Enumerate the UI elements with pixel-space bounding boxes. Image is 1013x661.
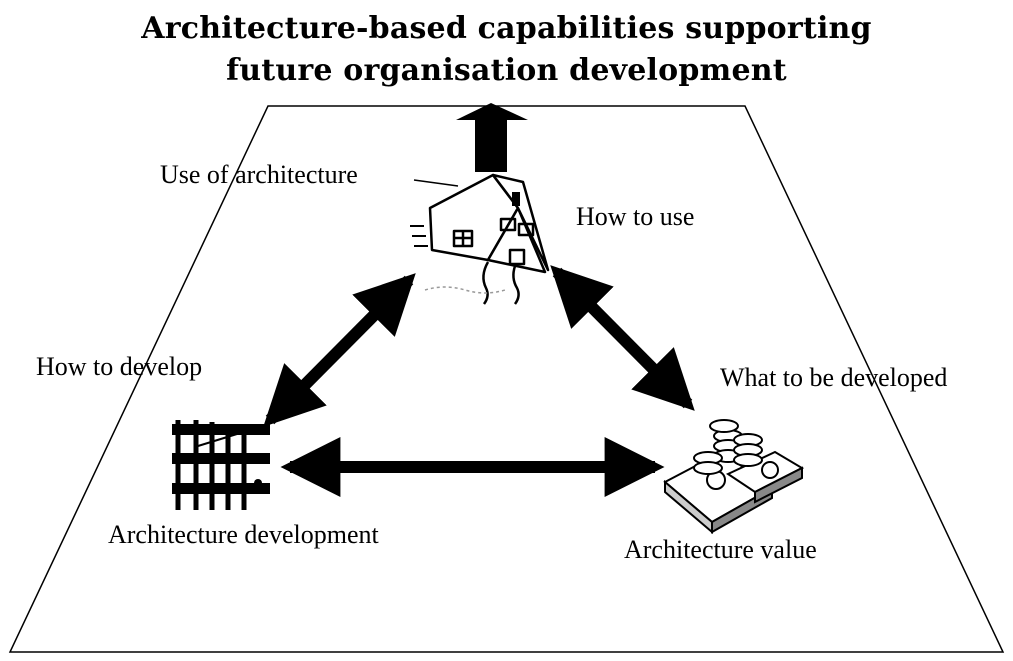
label-what-to-be-developed: What to be developed (720, 363, 948, 392)
up-arrow (456, 103, 528, 172)
arrow-how-to-use (550, 265, 695, 411)
label-architecture-value: Architecture value (624, 535, 817, 564)
scaffolding-icon (172, 420, 270, 510)
title-line-1: Architecture-based capabilities supporti… (141, 11, 872, 46)
label-how-to-develop: How to develop (36, 352, 203, 381)
money-icon (663, 419, 805, 535)
title-line-2: future organisation development (226, 53, 787, 88)
house-icon (410, 173, 550, 305)
perspective-plane (8, 105, 1005, 653)
label-architecture-development: Architecture development (108, 520, 379, 549)
label-use-of-architecture: Use of architecture (160, 160, 358, 189)
arrow-how-to-develop (263, 273, 416, 427)
use-of-architecture-pointer (413, 179, 459, 187)
label-how-to-use: How to use (576, 202, 695, 231)
